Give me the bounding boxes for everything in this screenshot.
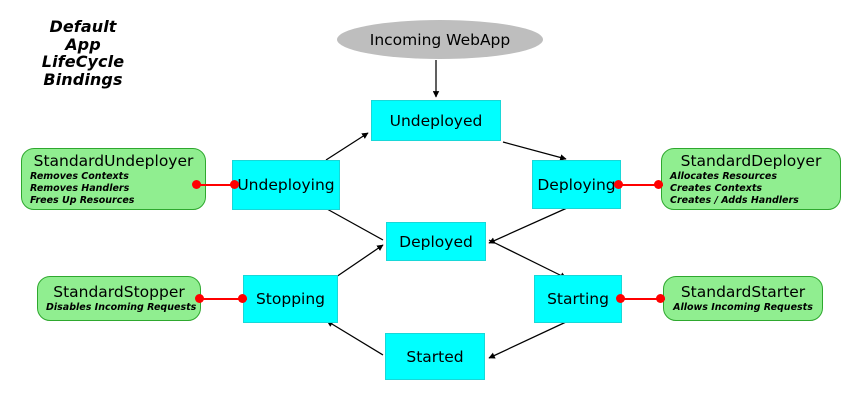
- link-starting-to-starter: [620, 297, 665, 300]
- binding-detail-list: Allows Incoming Requests: [672, 302, 814, 314]
- binding-detail: Removes Contexts: [30, 170, 129, 182]
- link-dot-undeployer: [192, 180, 201, 189]
- binding-detail: Creates / Adds Handlers: [670, 194, 799, 206]
- binding-detail: Allows Incoming Requests: [673, 302, 813, 313]
- binding-title: StandardStopper: [53, 283, 185, 301]
- binding-title: StandardUndeployer: [33, 151, 194, 170]
- node-undeployed[interactable]: Undeployed: [371, 100, 501, 141]
- binding-standard-deployer[interactable]: StandardDeployer Allocates Resources Cre…: [661, 148, 841, 210]
- arrow-starting-to-started: [488, 321, 567, 359]
- node-starting[interactable]: Starting: [534, 275, 622, 323]
- binding-detail-list: Disables Incoming Requests: [46, 302, 197, 314]
- binding-detail-list: Allocates Resources Creates Contexts Cre…: [670, 171, 832, 207]
- binding-standard-undeployer[interactable]: StandardUndeployer Removes Contexts Remo…: [21, 148, 206, 210]
- link-dot-starting: [616, 294, 625, 303]
- link-deploying-to-deployer: [618, 183, 663, 186]
- link-dot-undeploying: [230, 180, 239, 189]
- link-dot-starter: [656, 294, 665, 303]
- title-line-3: LifeCycle: [41, 52, 125, 71]
- binding-detail: Allocates Resources: [670, 170, 778, 182]
- node-incoming-webapp[interactable]: Incoming WebApp: [337, 20, 543, 59]
- link-dot-deployer: [654, 180, 663, 189]
- link-undeployer-to-undeploying: [196, 183, 238, 186]
- node-deploying[interactable]: Deploying: [532, 160, 621, 209]
- title-line-2: App: [65, 34, 101, 54]
- node-started[interactable]: Started: [385, 333, 485, 380]
- arrow-undeployed-to-deploying: [502, 141, 567, 161]
- node-undeploying[interactable]: Undeploying: [232, 160, 340, 210]
- link-stopper-to-stopping: [199, 297, 247, 300]
- node-deployed[interactable]: Deployed: [386, 222, 486, 261]
- binding-title: StandardStarter: [680, 283, 806, 301]
- link-dot-deploying: [614, 180, 623, 189]
- link-dot-stopping: [238, 294, 247, 303]
- binding-title: StandardDeployer: [680, 151, 822, 170]
- binding-detail: Frees Up Resources: [30, 194, 135, 206]
- arrow-deployed-to-starting: [488, 239, 567, 279]
- arrow-started-to-stopping: [326, 320, 384, 356]
- binding-detail: Disables Incoming Requests: [46, 302, 197, 313]
- binding-detail-list: Removes Contexts Removes Handlers Frees …: [30, 171, 197, 207]
- arrow-undeploying-to-undeployed: [325, 132, 369, 161]
- link-dot-stopper: [195, 294, 204, 303]
- title-line-4: Bindings: [43, 69, 123, 89]
- binding-detail: Removes Handlers: [30, 182, 130, 194]
- arrow-deploying-to-deployed: [488, 207, 568, 244]
- page-title: Default App LifeCycle Bindings: [14, 18, 152, 88]
- binding-standard-stopper[interactable]: StandardStopper Disables Incoming Reques…: [37, 276, 201, 321]
- title-line-1: Default: [49, 17, 117, 36]
- binding-standard-starter[interactable]: StandardStarter Allows Incoming Requests: [663, 276, 823, 321]
- arrow-stopping-to-deployed: [335, 244, 384, 278]
- binding-detail: Creates Contexts: [670, 182, 763, 194]
- node-stopping[interactable]: Stopping: [243, 275, 338, 323]
